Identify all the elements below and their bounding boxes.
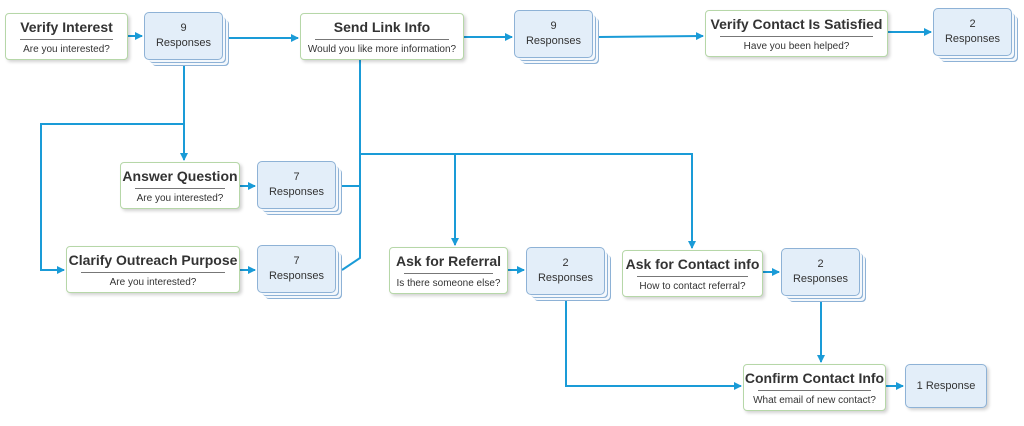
node-ask-for-referral[interactable]: Ask for Referral Is there someone else? [389, 247, 508, 294]
node-subtitle: What email of new contact? [753, 395, 876, 406]
connector-r1-to-clarify-outreach [40, 123, 184, 274]
node-divider [404, 273, 493, 274]
response-count: 9 [550, 20, 557, 33]
connector-branch-ask-contact [455, 153, 696, 249]
node-confirm-contact-info[interactable]: Confirm Contact Info What email of new c… [743, 364, 886, 411]
connector-branch-ask-referral [360, 153, 459, 246]
response-label: Responses [525, 35, 582, 47]
node-divider [720, 36, 873, 37]
node-ask-for-contact-info[interactable]: Ask for Contact info How to contact refe… [622, 250, 763, 297]
node-verify-interest[interactable]: Verify Interest Are you interested? [5, 13, 128, 60]
node-divider [758, 390, 871, 391]
node-send-link-info[interactable]: Send Link Info Would you like more infor… [300, 13, 464, 60]
node-clarify-outreach-purpose[interactable]: Clarify Outreach Purpose Are you interes… [66, 246, 240, 293]
node-subtitle: Have you been helped? [743, 41, 850, 52]
node-subtitle: Are you interested? [109, 277, 197, 288]
responses-box[interactable]: 2 Responses [526, 247, 605, 295]
node-subtitle: Is there someone else? [396, 278, 501, 289]
node-title: Clarify Outreach Purpose [68, 252, 238, 268]
responses-box[interactable]: 9 Responses [514, 10, 593, 58]
node-title: Send Link Info [333, 19, 431, 35]
response-count: 7 [293, 171, 300, 184]
responses-box[interactable]: 7 Responses [257, 161, 336, 209]
response-count: 2 [562, 257, 569, 270]
node-title: Confirm Contact Info [744, 370, 885, 386]
connector-r5-to-send-link [341, 60, 361, 271]
node-divider [315, 39, 449, 40]
node-subtitle: Would you like more information? [307, 44, 457, 55]
responses-box[interactable]: 7 Responses [257, 245, 336, 293]
response-count: 2 [969, 18, 976, 31]
node-verify-contact-satisfied[interactable]: Verify Contact Is Satisfied Have you bee… [705, 10, 888, 57]
node-title: Ask for Referral [395, 253, 502, 269]
connector-r6-to-confirm-contact [565, 298, 742, 390]
responses-box[interactable]: 2 Responses [781, 248, 860, 296]
response-count: 2 [817, 258, 824, 271]
node-subtitle: Are you interested? [136, 193, 224, 204]
response-count: 7 [293, 255, 300, 268]
node-subtitle: Are you interested? [23, 44, 110, 55]
node-divider [81, 272, 225, 273]
connector-r2-to-verify-satisfied [597, 32, 704, 41]
response-label: Responses [537, 272, 594, 284]
node-title: Answer Question [122, 168, 238, 184]
response-count: 9 [180, 22, 187, 35]
node-title: Verify Contact Is Satisfied [710, 16, 883, 32]
node-divider [135, 188, 225, 189]
responses-box[interactable]: 9 Responses [144, 12, 223, 60]
node-divider [637, 276, 748, 277]
response-label: Responses [155, 37, 212, 49]
node-divider [20, 39, 113, 40]
response-label: Responses [268, 270, 325, 282]
response-label: Responses [944, 33, 1001, 45]
responses-box[interactable]: 2 Responses [933, 8, 1012, 56]
response-count: 1 Response [916, 379, 976, 392]
node-title: Ask for Contact info [625, 256, 760, 272]
response-label: Responses [268, 186, 325, 198]
response-label: Responses [792, 273, 849, 285]
node-answer-question[interactable]: Answer Question Are you interested? [120, 162, 240, 209]
node-title: Verify Interest [20, 19, 113, 35]
response-box-single[interactable]: 1 Response [905, 364, 987, 408]
node-subtitle: How to contact referral? [639, 281, 746, 292]
